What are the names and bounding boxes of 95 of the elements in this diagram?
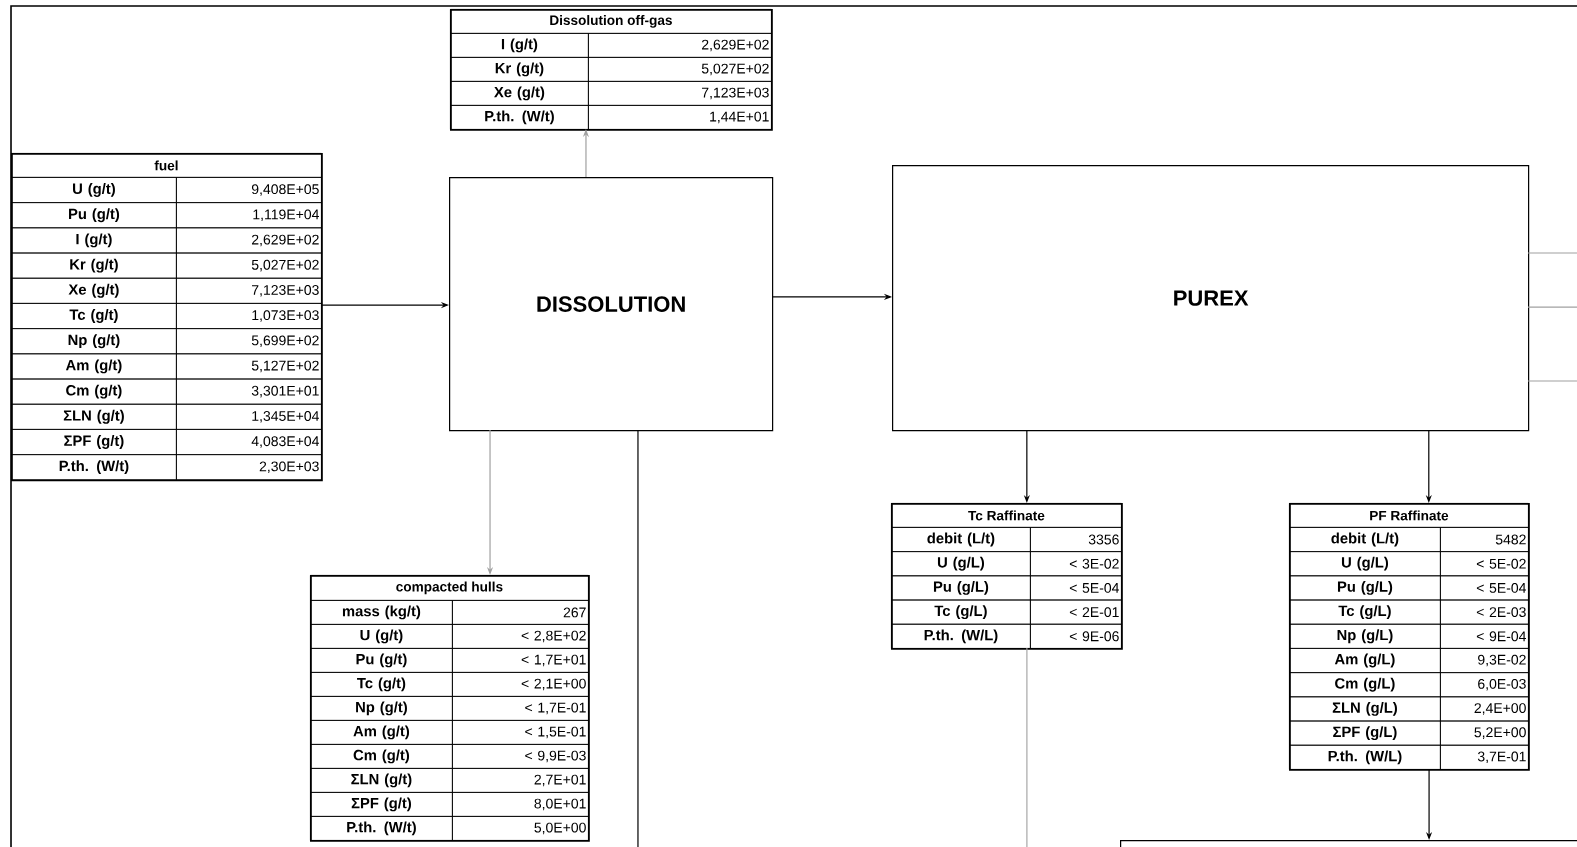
table-cell: 3,301E+01 [176, 378, 322, 405]
node-label: PF Raffinate [1370, 510, 1449, 521]
table-cell: P.th. (W/L) [891, 623, 1031, 649]
table-cell: 3,7E-01 [1440, 744, 1529, 770]
process-box: DISSOLUTION [449, 177, 774, 432]
table-cell: < 1,7E+01 [452, 648, 589, 673]
table-cell: < 2,8E+02 [452, 624, 589, 649]
table-cell: 5482 [1440, 527, 1529, 552]
table-cell: P.th. (W/L) [1289, 744, 1441, 770]
table-cell: 6,0E-03 [1440, 672, 1529, 698]
table-cell: 1,119E+04 [176, 202, 322, 229]
table-cell: U (g/t) [11, 177, 177, 203]
table-cell: < 9E-06 [1030, 623, 1122, 649]
table-cell: ΣLN (g/t) [11, 403, 177, 430]
table-cell: U (g/t) [310, 624, 453, 649]
table-cell: Am (g/t) [11, 353, 177, 380]
table-cell: debit (L/t) [1289, 527, 1441, 552]
table-cell: 9,408E+05 [176, 177, 322, 203]
table-cell: 4,083E+04 [176, 429, 322, 455]
table-cell: P.th. (W/t) [310, 816, 453, 841]
connector-line [1527, 380, 1577, 382]
table-cell: 2,4E+00 [1440, 696, 1529, 722]
table-cell: Tc (g/t) [310, 672, 453, 697]
table-cell: U (g/L) [1289, 551, 1441, 577]
table-cell: 5,0E+00 [452, 816, 589, 841]
node-label: compacted hulls [396, 581, 503, 595]
connector-line [637, 429, 639, 847]
table-cell: ΣLN (g/t) [310, 768, 453, 793]
table-cell: < 9E-04 [1440, 623, 1529, 649]
table-cell: ΣPF (g/t) [310, 792, 453, 817]
table-cell: Kr (g/t) [11, 252, 177, 279]
table-cell: 267 [452, 600, 589, 625]
table-cell: Pu (g/t) [310, 648, 453, 673]
table-cell: P.th. (W/t) [450, 105, 589, 130]
table-cell: I (g/t) [11, 227, 177, 254]
table-cell: < 2E-03 [1440, 599, 1529, 625]
table-cell: mass (kg/t) [310, 600, 453, 625]
table-cell: Tc (g/L) [891, 599, 1031, 625]
table-cell: Kr (g/t) [450, 57, 589, 82]
table-cell: 3356 [1030, 527, 1122, 552]
table-cell: 5,2E+00 [1440, 720, 1529, 746]
table-cell: Np (g/t) [11, 328, 177, 355]
process-box: PUREX [892, 165, 1530, 432]
table-cell: Np (g/L) [1289, 623, 1441, 649]
table-cell: Tc (g/t) [11, 303, 177, 329]
table-cell: Cm (g/t) [11, 378, 177, 405]
table-cell: 1,073E+03 [176, 303, 322, 329]
table-cell: Cm (g/L) [1289, 672, 1441, 698]
table-cell: ΣPF (g/L) [1289, 720, 1441, 746]
table-cell: Am (g/L) [1289, 648, 1441, 673]
connector-line [1527, 252, 1577, 254]
table-cell: Xe (g/t) [450, 81, 589, 106]
table-cell: < 9,9E-03 [452, 744, 589, 769]
node-label: Tc Raffinate [968, 510, 1045, 521]
table-cell: 7,123E+03 [176, 277, 322, 304]
table-cell: 2,30E+03 [176, 454, 322, 481]
table-cell: 5,027E+02 [176, 252, 322, 279]
table-cell: < 3E-02 [1030, 551, 1122, 577]
table-cell: 2,629E+02 [588, 33, 772, 58]
table-cell: Pu (g/t) [11, 202, 177, 229]
table-cell: < 5E-04 [1030, 575, 1122, 601]
table-cell: 5,127E+02 [176, 353, 322, 380]
table-cell: < 1,5E-01 [452, 720, 589, 745]
connector-line [1527, 306, 1577, 308]
table-cell: 9,3E-02 [1440, 648, 1529, 673]
table-cell: ΣLN (g/L) [1289, 696, 1441, 722]
table-cell: I (g/t) [450, 33, 589, 58]
table-cell: P.th. (W/t) [11, 454, 177, 481]
process-box [1120, 840, 1577, 847]
table-cell: Xe (g/t) [11, 277, 177, 304]
table-cell: < 1,7E-01 [452, 696, 589, 721]
table-cell: 1,345E+04 [176, 403, 322, 430]
table-cell: debit (L/t) [891, 527, 1031, 552]
table-cell: < 5E-02 [1440, 551, 1529, 577]
table-cell: < 2,1E+00 [452, 672, 589, 697]
table-cell: 2,7E+01 [452, 768, 589, 793]
table-cell: Cm (g/t) [310, 744, 453, 769]
node-label: fuel [154, 160, 178, 171]
table-cell: Np (g/t) [310, 696, 453, 721]
table-cell: 7,123E+03 [588, 81, 772, 106]
table-cell: U (g/L) [891, 551, 1031, 577]
table-cell: < 2E-01 [1030, 599, 1122, 625]
table-cell: Pu (g/L) [891, 575, 1031, 601]
table-cell: Tc (g/L) [1289, 599, 1441, 625]
connector-line [1026, 647, 1028, 847]
node-label: Dissolution off-gas [550, 15, 672, 28]
table-cell: Am (g/t) [310, 720, 453, 745]
table-cell: 5,027E+02 [588, 57, 772, 82]
table-cell: 1,44E+01 [588, 105, 772, 130]
table-cell: 2,629E+02 [176, 227, 322, 254]
table-cell: Pu (g/L) [1289, 575, 1441, 601]
table-cell: 5,699E+02 [176, 328, 322, 355]
table-cell: ΣPF (g/t) [11, 429, 177, 455]
table-cell: < 5E-04 [1440, 575, 1529, 601]
table-cell: 8,0E+01 [452, 792, 589, 817]
